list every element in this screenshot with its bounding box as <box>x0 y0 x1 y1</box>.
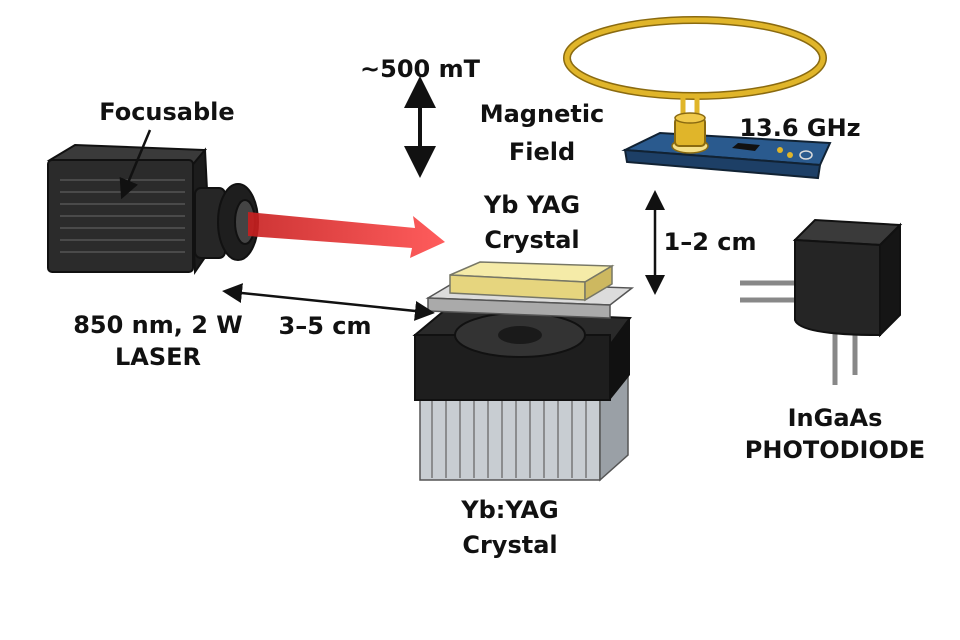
laser-device <box>46 143 259 276</box>
photodiode-label-1: InGaAs <box>788 404 883 432</box>
crystal-top-label-1: Yb YAG <box>483 191 580 219</box>
magnetic-field-label-1: Magnetic <box>480 100 605 128</box>
crystal-bottom-label-1: Yb:YAG <box>460 496 559 524</box>
field-strength-label: ~500 mT <box>360 55 481 83</box>
cooling-fan <box>412 308 632 401</box>
laser-distance-arrow <box>222 283 435 321</box>
crystal-bottom-label-2: Crystal <box>462 531 557 559</box>
laser-distance-label: 3–5 cm <box>279 312 372 340</box>
microwave-pcb <box>621 112 832 180</box>
magnetic-field-label-2: Field <box>509 138 575 166</box>
crystal-mount <box>425 261 635 319</box>
photodiode-device <box>740 218 903 385</box>
laser-name-label: LASER <box>115 343 201 371</box>
frequency-label: 13.6 GHz <box>739 114 860 142</box>
laser-spec-label: 850 nm, 2 W <box>73 311 243 339</box>
crystal-top-label-2: Crystal <box>484 226 579 254</box>
focusable-arrow <box>119 129 152 200</box>
gap-distance-label: 1–2 cm <box>664 228 757 256</box>
focusable-label: Focusable <box>99 98 234 126</box>
laser-beam <box>248 212 445 258</box>
photodiode-label-2: PHOTODIODE <box>745 436 925 464</box>
